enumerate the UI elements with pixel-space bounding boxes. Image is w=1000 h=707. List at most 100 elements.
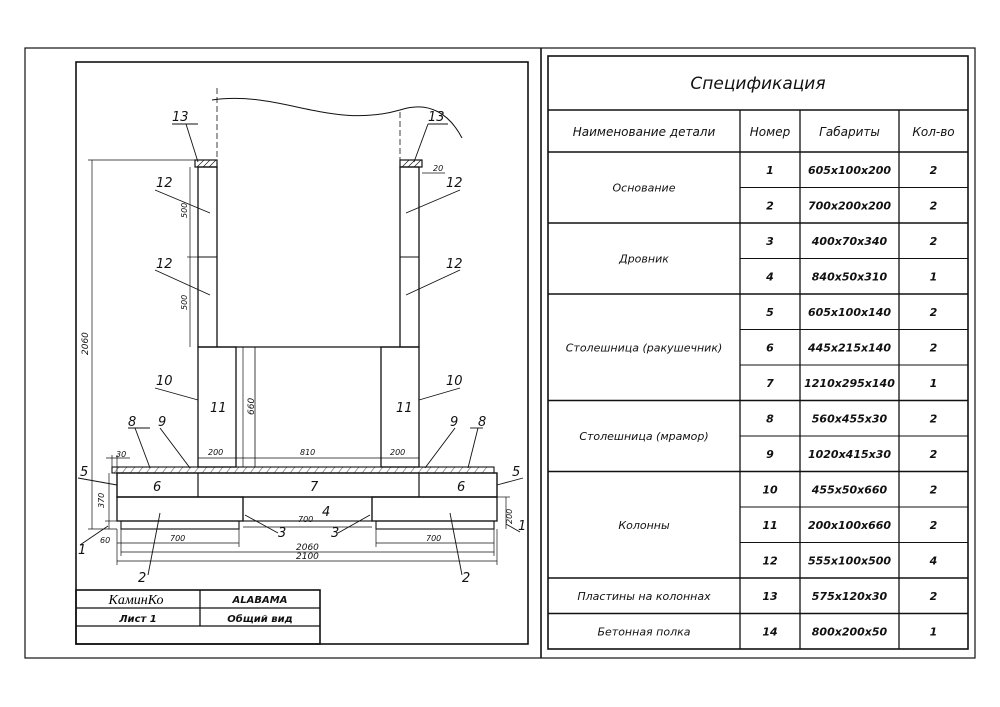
woodstore-shelf bbox=[242, 496, 373, 522]
dim-660: 660 bbox=[247, 398, 257, 415]
cell-number: 6 bbox=[766, 341, 774, 354]
cell-dimensions: 200x100x660 bbox=[808, 519, 891, 532]
header-name: Наименование детали bbox=[573, 125, 716, 139]
dim-2100: 2100 bbox=[296, 552, 319, 562]
dim-60: 60 bbox=[100, 536, 110, 545]
title-block: КаминКо ALABAMA Лист 1 Общий вид bbox=[75, 589, 321, 645]
callout-5-left: 5 bbox=[80, 465, 88, 480]
title-company: КаминКо bbox=[108, 593, 164, 608]
cell-number: 14 bbox=[762, 625, 777, 638]
dim-20: 20 bbox=[433, 164, 443, 173]
plinth-left bbox=[120, 520, 240, 530]
cell-quantity: 1 bbox=[930, 270, 938, 283]
title-view: Общий вид bbox=[227, 613, 292, 625]
callout-13-left: 13 bbox=[172, 110, 189, 125]
callout-7: 7 bbox=[310, 480, 319, 495]
marble-hatch bbox=[113, 466, 488, 474]
spec-title: Спецификация bbox=[690, 74, 825, 94]
cell-dimensions: 400x70x340 bbox=[811, 235, 888, 248]
callout-11-right: 11 bbox=[396, 401, 413, 416]
callout-1-right: 1 bbox=[518, 519, 526, 534]
header-dimensions: Габариты bbox=[819, 125, 880, 139]
callout-13-right: 13 bbox=[428, 110, 445, 125]
callout-1-left: 1 bbox=[78, 543, 86, 558]
group-name: Дровник bbox=[618, 253, 669, 266]
cell-number: 13 bbox=[762, 590, 778, 603]
dim-2060-vertical: 2060 bbox=[81, 332, 91, 355]
callout-6-left: 6 bbox=[153, 480, 161, 495]
cell-dimensions: 840x50x310 bbox=[812, 270, 888, 283]
callout-6-right: 6 bbox=[457, 480, 465, 495]
group-name: Столешница (ракушечник) bbox=[566, 341, 723, 354]
cell-quantity: 2 bbox=[930, 164, 938, 177]
cell-dimensions: 1210x295x140 bbox=[804, 377, 895, 390]
fireplace-drawing bbox=[77, 88, 524, 576]
cell-quantity: 4 bbox=[929, 554, 938, 567]
callout-10-right: 10 bbox=[446, 374, 463, 389]
base-block-right bbox=[371, 496, 498, 522]
cell-number: 2 bbox=[766, 199, 774, 212]
dimension-lines bbox=[88, 159, 510, 565]
dim-200-side: 200 bbox=[505, 509, 514, 524]
dim-30: 30 bbox=[116, 450, 126, 459]
dim-700-middle: 700 bbox=[298, 515, 313, 524]
callout-10-left: 10 bbox=[156, 374, 173, 389]
cell-quantity: 2 bbox=[930, 448, 938, 461]
cell-number: 9 bbox=[766, 448, 774, 461]
group-name: Колонны bbox=[618, 519, 670, 532]
cell-number: 1 bbox=[766, 164, 774, 177]
callout-8-left: 8 bbox=[128, 415, 136, 430]
dim-200-right: 200 bbox=[390, 448, 405, 457]
callout-12a-left: 12 bbox=[156, 176, 173, 191]
cell-quantity: 2 bbox=[930, 306, 938, 319]
cell-quantity: 2 bbox=[930, 483, 938, 496]
dimension-texts: 2060 500 500 660 20 30 200 810 200 370 6… bbox=[81, 164, 514, 562]
header-quantity: Кол-во bbox=[912, 125, 954, 139]
callout-5-right: 5 bbox=[512, 465, 520, 480]
callout-11-left: 11 bbox=[210, 401, 227, 416]
group-name: Основание bbox=[613, 182, 676, 195]
plinth-right bbox=[375, 520, 495, 530]
callout-12b-left: 12 bbox=[156, 257, 173, 272]
cell-quantity: 2 bbox=[930, 519, 938, 532]
callout-2-left: 2 bbox=[138, 571, 146, 586]
callout-9-left: 9 bbox=[158, 415, 166, 430]
cell-number: 12 bbox=[762, 554, 778, 567]
cell-number: 8 bbox=[766, 412, 774, 425]
title-project: ALABAMA bbox=[232, 595, 288, 606]
callout-3-left: 3 bbox=[278, 526, 286, 541]
callout-4: 4 bbox=[322, 505, 330, 520]
cell-dimensions: 1020x415x30 bbox=[808, 448, 891, 461]
dim-810: 810 bbox=[300, 448, 315, 457]
cell-dimensions: 800x200x50 bbox=[812, 625, 888, 638]
cell-number: 3 bbox=[766, 235, 774, 248]
cell-dimensions: 700x200x200 bbox=[808, 199, 891, 212]
cell-quantity: 2 bbox=[930, 590, 938, 603]
callout-2-right: 2 bbox=[462, 571, 470, 586]
cell-number: 11 bbox=[762, 519, 777, 532]
cell-dimensions: 575x120x30 bbox=[812, 590, 888, 603]
dim-370: 370 bbox=[97, 493, 106, 508]
cell-dimensions: 605x100x140 bbox=[808, 306, 891, 319]
dim-700-left: 700 bbox=[170, 534, 185, 543]
cell-quantity: 2 bbox=[930, 235, 938, 248]
cell-dimensions: 560x455x30 bbox=[812, 412, 888, 425]
cell-dimensions: 605x100x200 bbox=[808, 164, 891, 177]
base-block-left bbox=[116, 496, 244, 522]
leader-lines bbox=[77, 123, 524, 576]
spec-frame bbox=[547, 55, 969, 650]
outer-frame bbox=[24, 47, 976, 659]
cut-wave-line bbox=[211, 97, 463, 139]
title-sheet: Лист 1 bbox=[118, 614, 156, 625]
dim-2060-horizontal: 2060 bbox=[296, 543, 319, 553]
cell-dimensions: 445x215x140 bbox=[807, 341, 891, 354]
cell-quantity: 2 bbox=[930, 341, 938, 354]
cell-quantity: 2 bbox=[930, 199, 938, 212]
group-name: Пластины на колоннах bbox=[577, 590, 711, 603]
dim-700-right: 700 bbox=[426, 534, 441, 543]
callout-9-right: 9 bbox=[450, 415, 458, 430]
dim-500-upper: 500 bbox=[180, 203, 189, 218]
cell-dimensions: 555x100x500 bbox=[808, 554, 891, 567]
